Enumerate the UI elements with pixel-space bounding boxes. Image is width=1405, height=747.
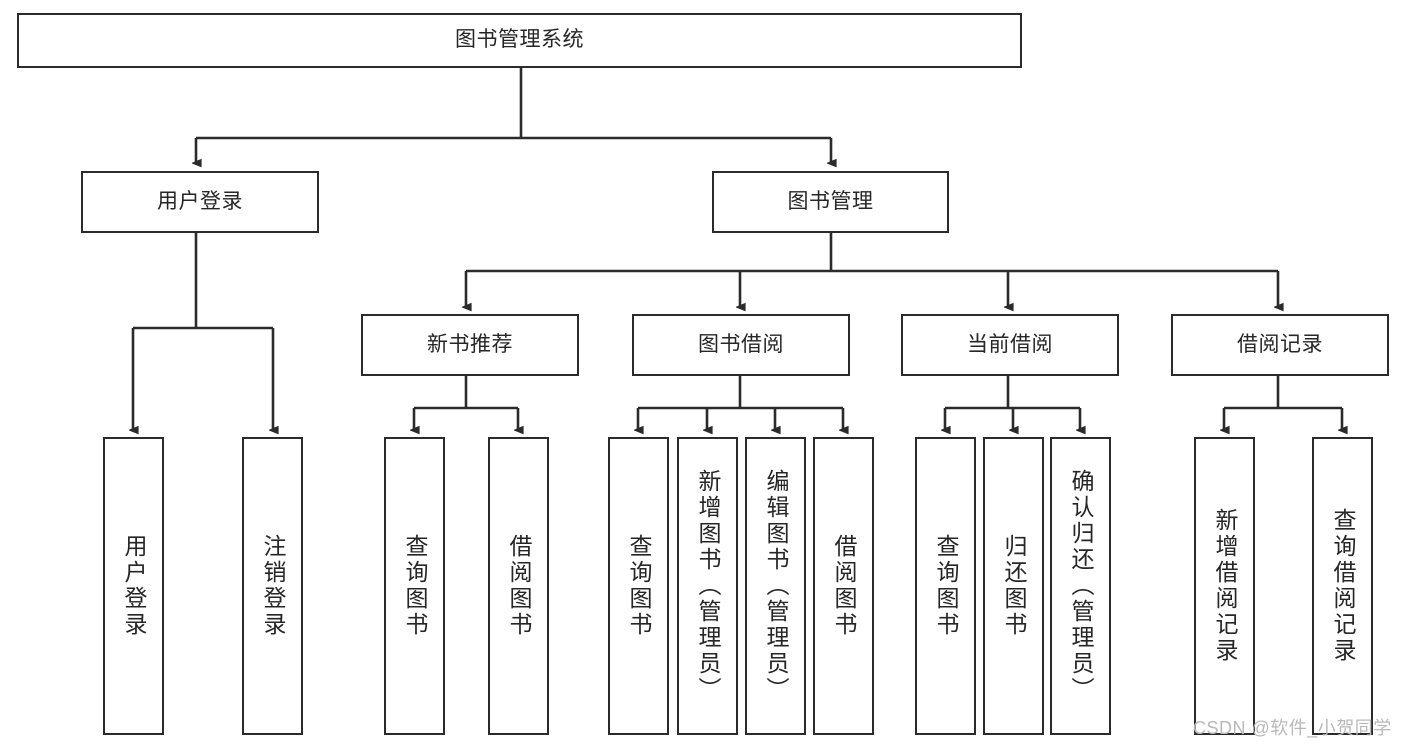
- node-user-login-label: 用户登录: [157, 189, 243, 213]
- user-login-to-leaves-connectors: [133, 233, 273, 430]
- node-new-book-recommend-label: 新书推荐: [427, 332, 513, 356]
- node-new-book-recommend[interactable]: 新书推荐: [361, 314, 579, 376]
- current-borrow-to-leaves-connectors: [945, 376, 1080, 430]
- node-leaf-edit-book-label: 编辑图书（管理员）: [763, 469, 789, 703]
- node-leaf-query-book-3[interactable]: 查询图书: [915, 437, 976, 735]
- node-book-manage[interactable]: 图书管理: [712, 171, 949, 233]
- node-leaf-query-record-label: 查询借阅记录: [1330, 508, 1356, 664]
- node-leaf-add-record[interactable]: 新增借阅记录: [1194, 437, 1255, 735]
- book-borrow-to-leaves-connectors: [638, 376, 843, 430]
- node-leaf-user-login-label: 用户登录: [121, 534, 147, 638]
- node-leaf-user-login[interactable]: 用户登录: [103, 437, 164, 735]
- node-leaf-add-book[interactable]: 新增图书（管理员）: [677, 437, 738, 735]
- node-leaf-confirm-return[interactable]: 确认归还（管理员）: [1050, 437, 1111, 735]
- node-leaf-logout-login[interactable]: 注销登录: [242, 437, 303, 735]
- node-current-borrow-label: 当前借阅: [967, 332, 1053, 356]
- node-book-borrow[interactable]: 图书借阅: [632, 314, 850, 376]
- node-root-label: 图书管理系统: [455, 28, 584, 52]
- node-leaf-borrow-book-2[interactable]: 借阅图书: [813, 437, 874, 735]
- node-leaf-confirm-return-label: 确认归还（管理员）: [1068, 469, 1094, 703]
- node-leaf-return-book-label: 归还图书: [1001, 534, 1027, 638]
- node-leaf-return-book[interactable]: 归还图书: [983, 437, 1044, 735]
- node-leaf-query-book-1-label: 查询图书: [402, 534, 428, 638]
- node-leaf-edit-book[interactable]: 编辑图书（管理员）: [745, 437, 806, 735]
- node-leaf-add-record-label: 新增借阅记录: [1212, 508, 1238, 664]
- node-leaf-add-book-label: 新增图书（管理员）: [695, 469, 721, 703]
- new-book-recommend-to-leaves-connectors: [414, 376, 518, 430]
- node-leaf-borrow-book-1-label: 借阅图书: [506, 534, 532, 638]
- node-leaf-query-book-2[interactable]: 查询图书: [608, 437, 669, 735]
- node-current-borrow[interactable]: 当前借阅: [901, 314, 1119, 376]
- node-leaf-logout-login-label: 注销登录: [260, 534, 286, 638]
- root-to-level1-connectors: [196, 68, 831, 163]
- node-book-borrow-label: 图书借阅: [698, 332, 784, 356]
- node-borrow-record-label: 借阅记录: [1237, 332, 1323, 356]
- node-user-login[interactable]: 用户登录: [81, 171, 319, 233]
- node-borrow-record[interactable]: 借阅记录: [1171, 314, 1389, 376]
- node-leaf-borrow-book-1[interactable]: 借阅图书: [488, 437, 549, 735]
- node-leaf-query-book-3-label: 查询图书: [933, 534, 959, 638]
- book-manage-to-level2-connectors: [466, 233, 1278, 307]
- node-leaf-borrow-book-2-label: 借阅图书: [831, 534, 857, 638]
- node-book-manage-label: 图书管理: [787, 189, 874, 213]
- borrow-record-to-leaves-connectors: [1224, 376, 1342, 430]
- node-root[interactable]: 图书管理系统: [17, 13, 1022, 68]
- node-leaf-query-book-2-label: 查询图书: [626, 534, 652, 638]
- node-leaf-query-record[interactable]: 查询借阅记录: [1312, 437, 1373, 735]
- node-leaf-query-book-1[interactable]: 查询图书: [384, 437, 445, 735]
